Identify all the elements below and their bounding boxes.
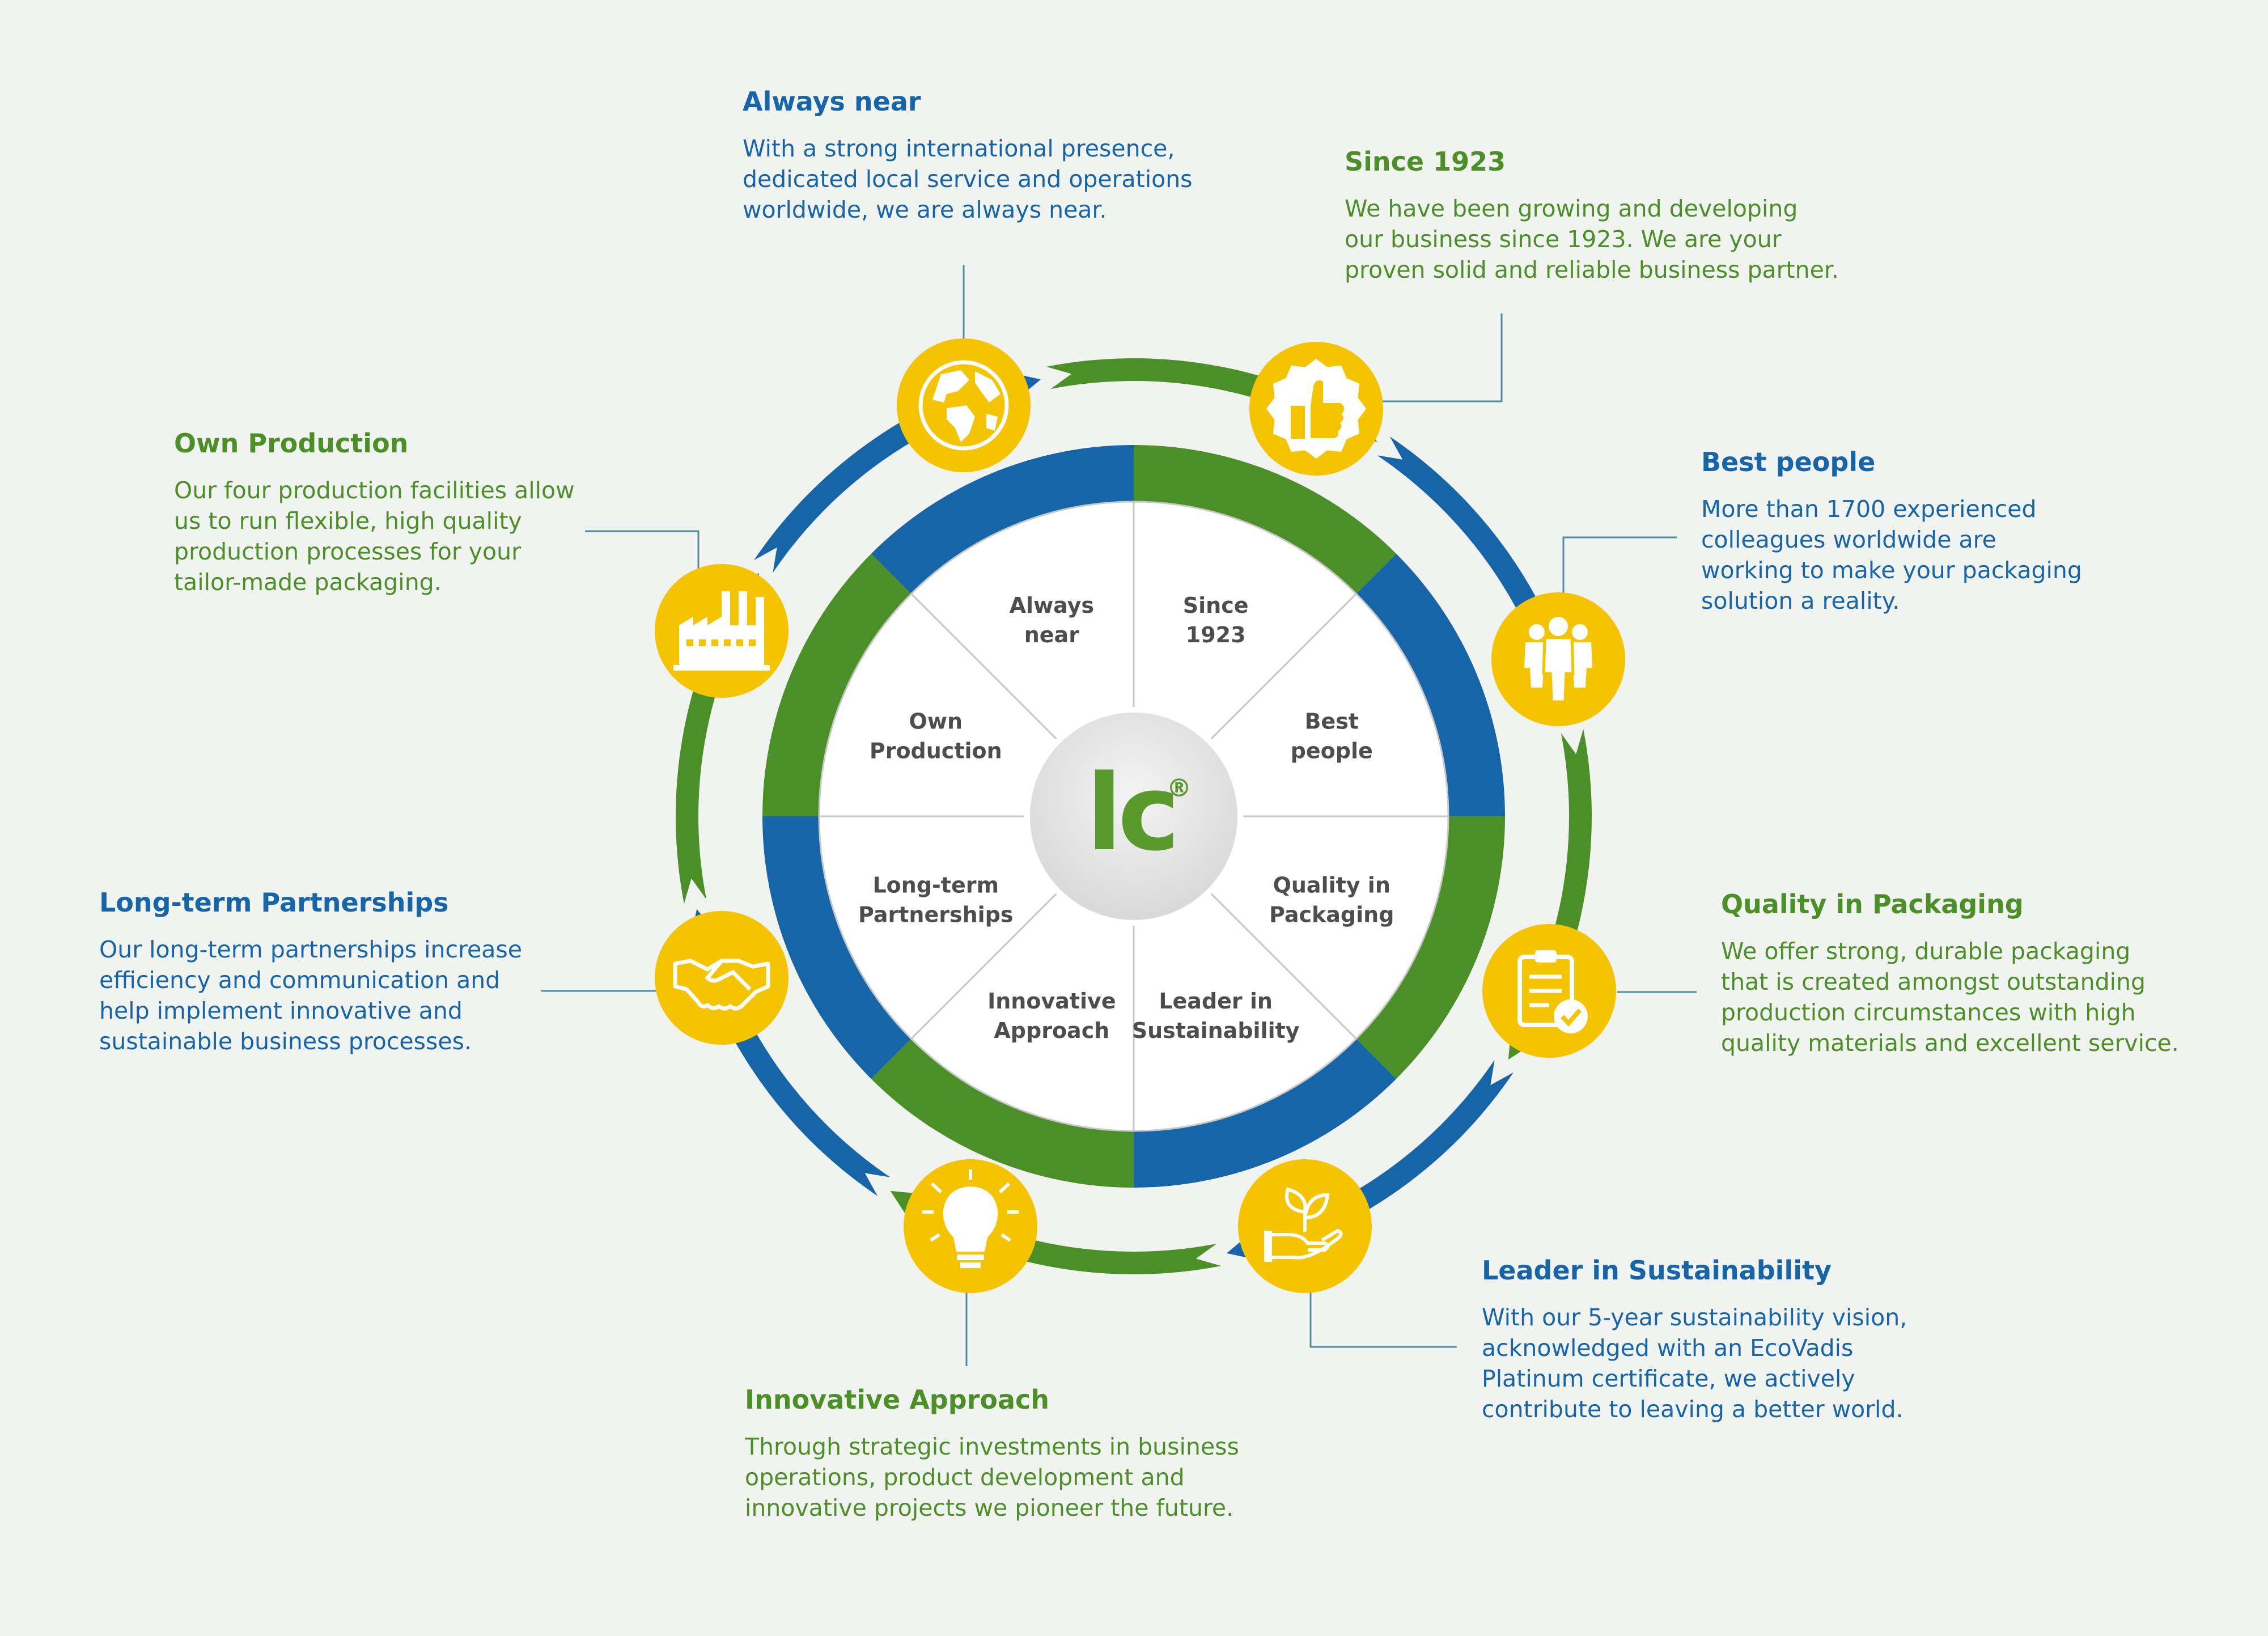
callout-body: We offer strong, durable packaging that … (1721, 938, 2179, 1057)
callout-partnerships: Long-term Partnerships Our long-term par… (99, 887, 609, 1057)
callout-title: Long-term Partnerships (99, 887, 449, 918)
icon-circles (655, 338, 1625, 1293)
callout-title: Leader in Sustainability (1482, 1255, 1832, 1286)
callout-best-people: Best people More than 1700 experienced c… (1701, 447, 2211, 616)
callout-quality: Quality in Packaging We offer strong, du… (1721, 889, 2259, 1058)
thumbs-up-badge-icon (1249, 342, 1383, 476)
callout-innovative: Innovative Approach Through strategic in… (745, 1384, 1312, 1523)
connector-since-1923 (1371, 313, 1503, 402)
callout-own-production: Own Production Our four production facil… (174, 428, 684, 597)
logo-text: lc (1086, 752, 1175, 874)
callout-title: Innovative Approach (745, 1384, 1049, 1415)
outer-arrow-0 (1046, 358, 1377, 442)
connector-lines (541, 265, 1697, 1366)
outer-arrow-6 (676, 573, 760, 904)
callout-title: Always near (743, 86, 921, 117)
callout-body: With our 5-year sustainability vision, a… (1482, 1304, 1907, 1423)
clipboard-check-icon (1482, 924, 1616, 1058)
callout-always-near: Always near With a strong international … (743, 86, 1253, 225)
globe-icon (897, 338, 1031, 472)
people-group-icon (1491, 592, 1625, 726)
callout-body: Our four production facilities allow us … (174, 477, 575, 596)
factory-icon (655, 564, 788, 698)
outer-arrow-4 (890, 1190, 1222, 1274)
connector-best-people (1562, 536, 1677, 594)
callout-body: We have been growing and developing our … (1345, 195, 1839, 284)
logo-registered-mark: ® (1167, 774, 1192, 803)
lightbulb-icon (904, 1159, 1037, 1293)
callout-title: Best people (1701, 447, 1876, 477)
callout-since-1923: Since 1923 We have been growing and deve… (1345, 146, 1911, 285)
outer-arrow-2 (1508, 728, 1592, 1060)
lc-logo: lc ® (1024, 707, 1243, 926)
callout-title: Since 1923 (1345, 146, 1506, 177)
callout-body: With a strong international presence, de… (743, 135, 1193, 224)
callout-body: Our long-term partnerships increase effi… (99, 936, 522, 1056)
callout-title: Quality in Packaging (1721, 889, 2024, 919)
callout-body: Through strategic investments in busines… (745, 1433, 1239, 1522)
pie-wedges (818, 501, 1449, 1132)
callout-title: Own Production (174, 428, 409, 459)
handshake-icon (655, 911, 788, 1045)
hand-plant-icon (1238, 1159, 1372, 1293)
callout-body: More than 1700 experienced colleagues wo… (1701, 495, 2082, 615)
connector-sustainability (1309, 1274, 1457, 1348)
callout-sustainability: Leader in Sustainability With our 5-year… (1482, 1255, 1992, 1425)
